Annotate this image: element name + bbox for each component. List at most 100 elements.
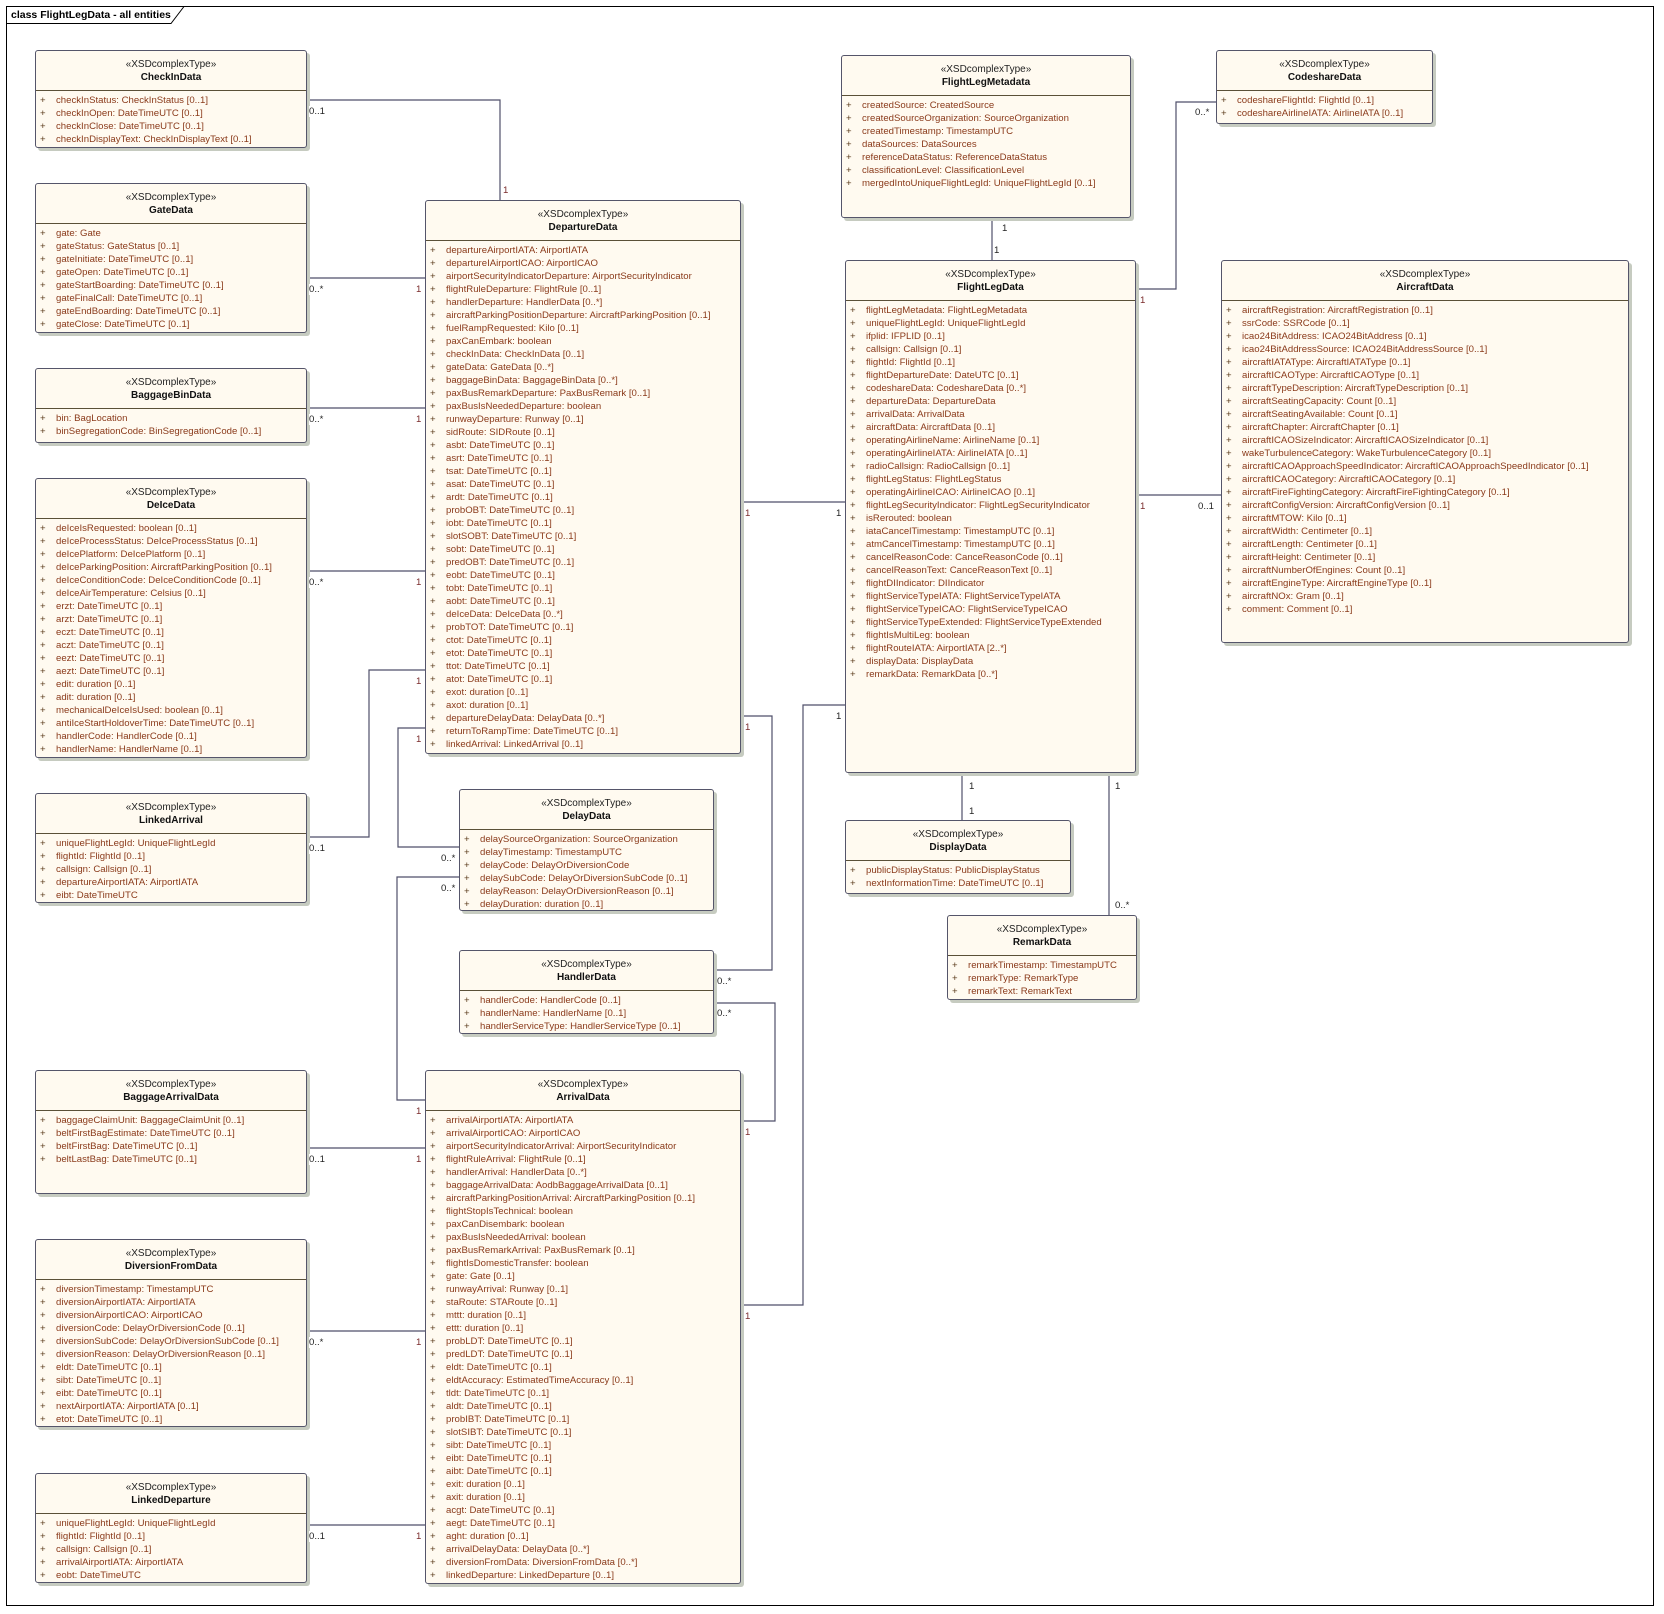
attribute-row[interactable]: +predOBT: DateTimeUTC [0..1] xyxy=(430,556,740,569)
attribute-row[interactable]: +probLDT: DateTimeUTC [0..1] xyxy=(430,1335,740,1348)
attribute-row[interactable]: +atot: DateTimeUTC [0..1] xyxy=(430,673,740,686)
attribute-row[interactable]: +arrivalAirportICAO: AirportICAO xyxy=(430,1127,740,1140)
attribute-row[interactable]: +baggageClaimUnit: BaggageClaimUnit [0..… xyxy=(40,1114,306,1127)
attribute-row[interactable]: +icao24BitAddressSource: ICAO24BitAddres… xyxy=(1226,343,1628,356)
attribute-row[interactable]: +handlerName: HandlerName [0..1] xyxy=(464,1007,713,1020)
attribute-row[interactable]: +paxBusIsNeededArrival: boolean xyxy=(430,1231,740,1244)
attribute-row[interactable]: +handlerCode: HandlerCode [0..1] xyxy=(464,994,713,1007)
attribute-row[interactable]: +delayReason: DelayOrDiversionReason [0.… xyxy=(464,885,713,898)
attribute-row[interactable]: +codeshareFlightId: FlightId [0..1] xyxy=(1221,94,1432,107)
class-departuredata[interactable]: «XSDcomplexType»DepartureData +departure… xyxy=(425,200,741,754)
attribute-row[interactable]: +aircraftICAOType: AircraftICAOType [0..… xyxy=(1226,369,1628,382)
class-arrivaldata[interactable]: «XSDcomplexType»ArrivalData +arrivalAirp… xyxy=(425,1070,741,1584)
attribute-row[interactable]: +classificationLevel: ClassificationLeve… xyxy=(846,164,1130,177)
attribute-row[interactable]: +arzt: DateTimeUTC [0..1] xyxy=(40,613,306,626)
attribute-row[interactable]: +publicDisplayStatus: PublicDisplayStatu… xyxy=(850,864,1070,877)
attribute-row[interactable]: +flightIsDomesticTransfer: boolean xyxy=(430,1257,740,1270)
attribute-row[interactable]: +gateStatus: GateStatus [0..1] xyxy=(40,240,306,253)
attribute-row[interactable]: +mttt: duration [0..1] xyxy=(430,1309,740,1322)
attribute-row[interactable]: +diversionAirportICAO: AirportICAO xyxy=(40,1309,306,1322)
attribute-row[interactable]: +edit: duration [0..1] xyxy=(40,678,306,691)
attribute-row[interactable]: +handlerArrival: HandlerData [0..*] xyxy=(430,1166,740,1179)
attribute-row[interactable]: +deIcePlatform: DeIcePlatform [0..1] xyxy=(40,548,306,561)
attribute-row[interactable]: +uniqueFlightLegId: UniqueFlightLegId xyxy=(40,1517,306,1530)
attribute-row[interactable]: +exit: duration [0..1] xyxy=(430,1478,740,1491)
attribute-row[interactable]: +diversionReason: DelayOrDiversionReason… xyxy=(40,1348,306,1361)
attribute-row[interactable]: +createdTimestamp: TimestampUTC xyxy=(846,125,1130,138)
attribute-row[interactable]: +uniqueFlightLegId: UniqueFlightLegId xyxy=(40,837,306,850)
assoc-handler-arrival[interactable] xyxy=(714,1002,776,1122)
attribute-row[interactable]: +operatingAirlineName: AirlineName [0..1… xyxy=(850,434,1135,447)
attribute-row[interactable]: +eibt: DateTimeUTC [0..1] xyxy=(430,1452,740,1465)
attribute-row[interactable]: +aczt: DateTimeUTC [0..1] xyxy=(40,639,306,652)
attribute-row[interactable]: +gateEndBoarding: DateTimeUTC [0..1] xyxy=(40,305,306,318)
attribute-row[interactable]: +diversionTimestamp: TimestampUTC xyxy=(40,1283,306,1296)
class-diversionfromdata[interactable]: «XSDcomplexType»DiversionFromData +diver… xyxy=(35,1239,307,1427)
attribute-row[interactable]: +aircraftConfigVersion: AircraftConfigVe… xyxy=(1226,499,1628,512)
attribute-row[interactable]: +eobt: DateTimeUTC [0..1] xyxy=(430,569,740,582)
attribute-row[interactable]: +deIceIsRequested: boolean [0..1] xyxy=(40,522,306,535)
attribute-row[interactable]: +aegt: DateTimeUTC [0..1] xyxy=(430,1517,740,1530)
attribute-row[interactable]: +wakeTurbulenceCategory: WakeTurbulenceC… xyxy=(1226,447,1628,460)
attribute-row[interactable]: +linkedDeparture: LinkedDeparture [0..1] xyxy=(430,1569,740,1582)
attribute-row[interactable]: +aircraftTypeDescription: AircraftTypeDe… xyxy=(1226,382,1628,395)
attribute-row[interactable]: +handlerServiceType: HandlerServiceType … xyxy=(464,1020,713,1033)
attribute-row[interactable]: +aircraftICAOCategory: AircraftICAOCateg… xyxy=(1226,473,1628,486)
class-flightlegmetadata[interactable]: «XSDcomplexType»FlightLegMetadata +creat… xyxy=(841,55,1131,218)
attribute-row[interactable]: +diversionCode: DelayOrDiversionCode [0.… xyxy=(40,1322,306,1335)
attribute-row[interactable]: +runwayDeparture: Runway [0..1] xyxy=(430,413,740,426)
attribute-row[interactable]: +flightServiceTypeExtended: FlightServic… xyxy=(850,616,1135,629)
attribute-row[interactable]: +tsat: DateTimeUTC [0..1] xyxy=(430,465,740,478)
assoc-handler-departure[interactable] xyxy=(714,715,773,971)
attribute-row[interactable]: +airportSecurityIndicatorDeparture: Airp… xyxy=(430,270,740,283)
attribute-row[interactable]: +operatingAirlineIATA: AirlineIATA [0..1… xyxy=(850,447,1135,460)
attribute-row[interactable]: +diversionSubCode: DelayOrDiversionSubCo… xyxy=(40,1335,306,1348)
attribute-row[interactable]: +eczt: DateTimeUTC [0..1] xyxy=(40,626,306,639)
attribute-row[interactable]: +aobt: DateTimeUTC [0..1] xyxy=(430,595,740,608)
attribute-row[interactable]: +paxCanDisembark: boolean xyxy=(430,1218,740,1231)
attribute-row[interactable]: +deIceData: DeIceData [0..*] xyxy=(430,608,740,621)
attribute-row[interactable]: +flightDepartureDate: DateUTC [0..1] xyxy=(850,369,1135,382)
attribute-row[interactable]: +paxCanEmbark: boolean xyxy=(430,335,740,348)
attribute-row[interactable]: +gateClose: DateTimeUTC [0..1] xyxy=(40,318,306,331)
attribute-row[interactable]: +flightServiceTypeICAO: FlightServiceTyp… xyxy=(850,603,1135,616)
attribute-row[interactable]: +asrt: DateTimeUTC [0..1] xyxy=(430,452,740,465)
attribute-row[interactable]: +handlerDeparture: HandlerData [0..*] xyxy=(430,296,740,309)
attribute-row[interactable]: +paxBusIsNeededDeparture: boolean xyxy=(430,400,740,413)
attribute-row[interactable]: +checkInOpen: DateTimeUTC [0..1] xyxy=(40,107,306,120)
attribute-row[interactable]: +eldt: DateTimeUTC [0..1] xyxy=(40,1361,306,1374)
attribute-row[interactable]: +aircraftParkingPositionArrival: Aircraf… xyxy=(430,1192,740,1205)
attribute-row[interactable]: +airportSecurityIndicatorArrival: Airpor… xyxy=(430,1140,740,1153)
attribute-row[interactable]: +slotSIBT: DateTimeUTC [0..1] xyxy=(430,1426,740,1439)
class-codesharedata[interactable]: «XSDcomplexType»CodeshareData +codeshare… xyxy=(1216,50,1433,124)
attribute-row[interactable]: +flightServiceTypeIATA: FlightServiceTyp… xyxy=(850,590,1135,603)
attribute-row[interactable]: +createdSourceOrganization: SourceOrgani… xyxy=(846,112,1130,125)
attribute-row[interactable]: +antiIceStartHoldoverTime: DateTimeUTC [… xyxy=(40,717,306,730)
attribute-row[interactable]: +eldt: DateTimeUTC [0..1] xyxy=(430,1361,740,1374)
attribute-row[interactable]: +aircraftChapter: AircraftChapter [0..1] xyxy=(1226,421,1628,434)
class-linkedarrival[interactable]: «XSDcomplexType»LinkedArrival +uniqueFli… xyxy=(35,793,307,903)
attribute-row[interactable]: +etot: DateTimeUTC [0..1] xyxy=(430,647,740,660)
attribute-row[interactable]: +deIceProcessStatus: DeIceProcessStatus … xyxy=(40,535,306,548)
attribute-row[interactable]: +flightId: FlightId [0..1] xyxy=(40,850,306,863)
attribute-row[interactable]: +beltFirstBag: DateTimeUTC [0..1] xyxy=(40,1140,306,1153)
attribute-row[interactable]: +probTOT: DateTimeUTC [0..1] xyxy=(430,621,740,634)
attribute-row[interactable]: +aircraftHeight: Centimeter [0..1] xyxy=(1226,551,1628,564)
attribute-row[interactable]: +delayDuration: duration [0..1] xyxy=(464,898,713,911)
attribute-row[interactable]: +flightIsMultiLeg: boolean xyxy=(850,629,1135,642)
attribute-row[interactable]: +callsign: Callsign [0..1] xyxy=(40,1543,306,1556)
attribute-row[interactable]: +acgt: DateTimeUTC [0..1] xyxy=(430,1504,740,1517)
attribute-row[interactable]: +bin: BagLocation xyxy=(40,412,306,425)
attribute-row[interactable]: +aircraftNOx: Gram [0..1] xyxy=(1226,590,1628,603)
attribute-row[interactable]: +eldtAccuracy: EstimatedTimeAccuracy [0.… xyxy=(430,1374,740,1387)
attribute-row[interactable]: +handlerName: HandlerName [0..1] xyxy=(40,743,306,756)
attribute-row[interactable]: +gate: Gate xyxy=(40,227,306,240)
attribute-row[interactable]: +dataSources: DataSources xyxy=(846,138,1130,151)
attribute-row[interactable]: +iataCancelTimestamp: TimestampUTC [0..1… xyxy=(850,525,1135,538)
attribute-row[interactable]: +aircraftMTOW: Kilo [0..1] xyxy=(1226,512,1628,525)
attribute-row[interactable]: +axot: duration [0..1] xyxy=(430,699,740,712)
attribute-row[interactable]: +cancelReasonCode: CanceReasonCode [0..1… xyxy=(850,551,1135,564)
attribute-row[interactable]: +aircraftICAOSizeIndicator: AircraftICAO… xyxy=(1226,434,1628,447)
class-delaydata[interactable]: «XSDcomplexType»DelayData +delaySourceOr… xyxy=(459,789,714,911)
attribute-row[interactable]: +ettt: duration [0..1] xyxy=(430,1322,740,1335)
